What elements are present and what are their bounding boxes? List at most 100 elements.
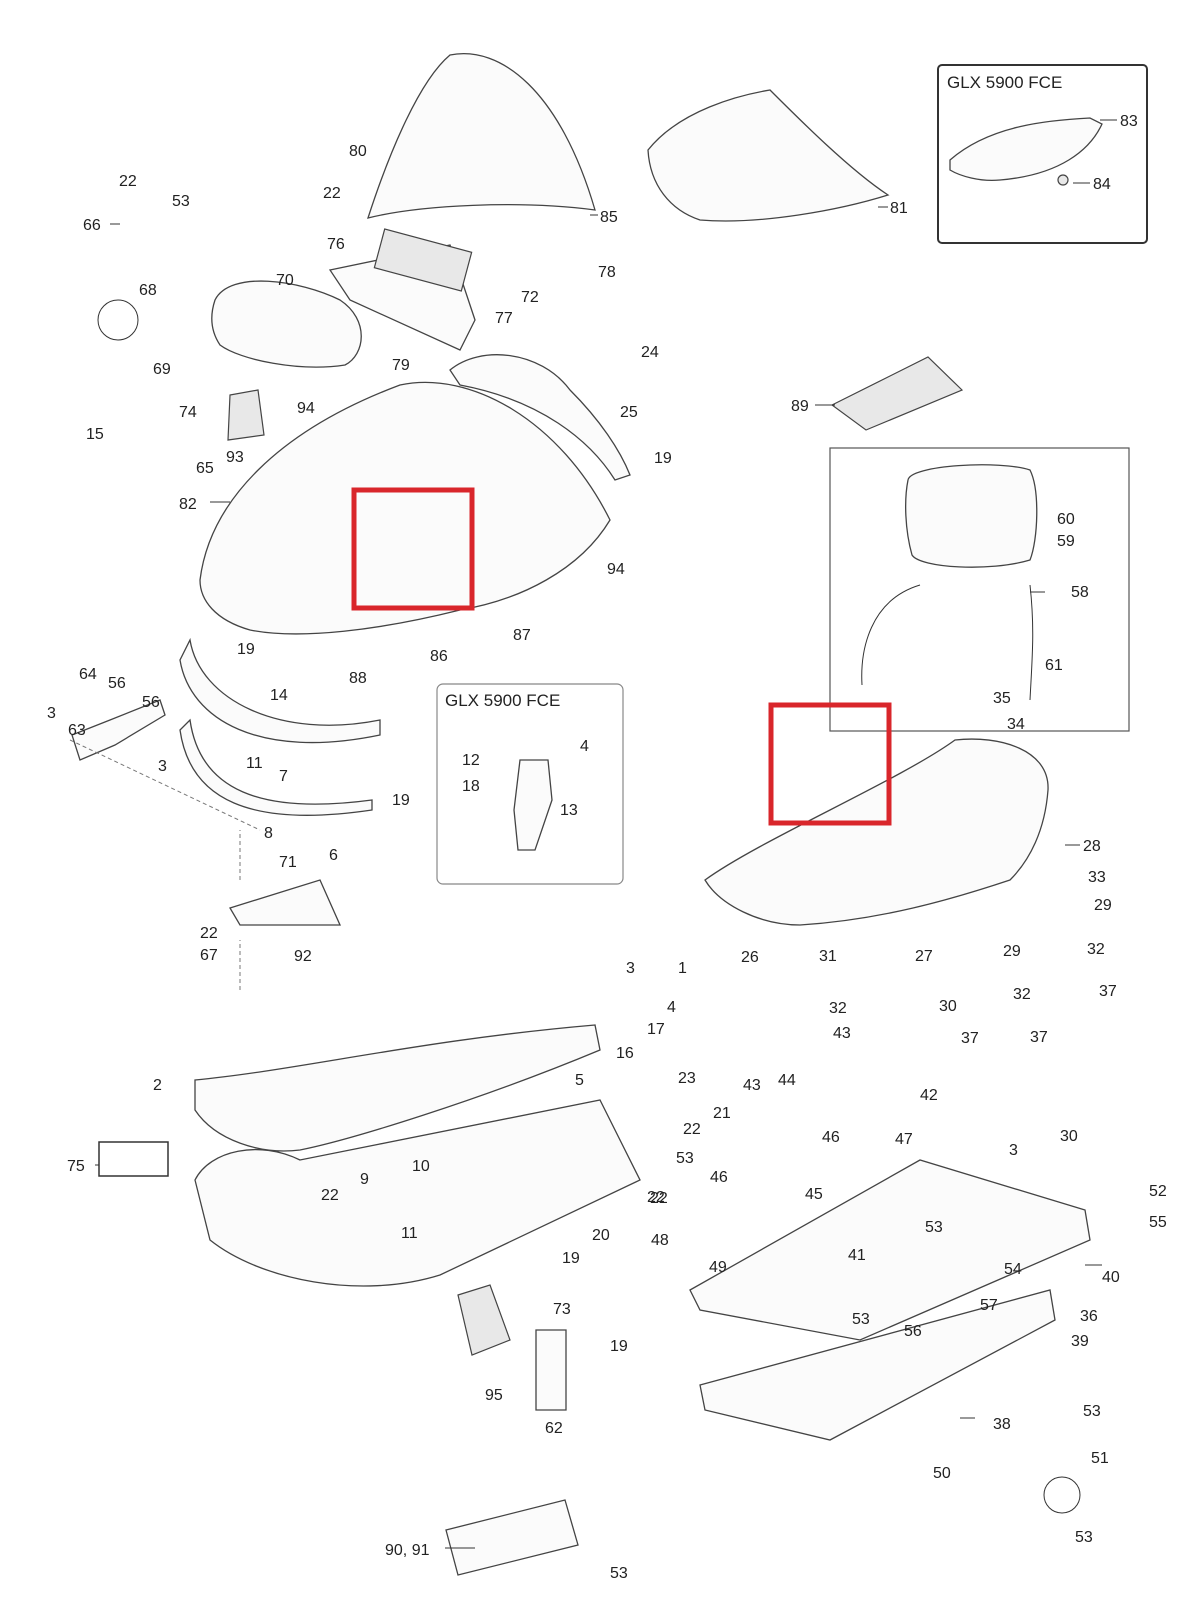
part-90-bag <box>445 1499 579 1576</box>
callout-label: 58 <box>1071 584 1089 601</box>
part-92-bracket <box>229 879 342 926</box>
callout-label: 74 <box>179 404 197 421</box>
callout-label: 53 <box>676 1150 694 1167</box>
callout-label: 69 <box>153 361 171 378</box>
callout-label: 22 <box>200 925 218 942</box>
callout-label: 53 <box>852 1311 870 1328</box>
callout-label: 18 <box>462 778 480 795</box>
callout-label: 46 <box>710 1169 728 1186</box>
part-20-body <box>194 1099 641 1287</box>
callout-label: 19 <box>237 641 255 658</box>
callout-label: 4 <box>667 999 676 1016</box>
callout-label: 53 <box>1083 1403 1101 1420</box>
callout-label: 80 <box>349 143 367 160</box>
part-40-tub <box>689 1159 1091 1341</box>
callout-leaders <box>95 119 1117 1549</box>
callout-label: 23 <box>678 1070 696 1087</box>
callout-label: 13 <box>560 802 578 819</box>
callout-label: 53 <box>610 1565 628 1582</box>
part-83-shape <box>949 117 1103 182</box>
parts-outlines <box>69 53 1091 1576</box>
callout-label: 22 <box>323 185 341 202</box>
callout-label: 5 <box>575 1072 584 1089</box>
callout-label: 95 <box>485 1387 503 1404</box>
callout-label: 30 <box>939 998 957 1015</box>
callout-label: 89 <box>791 398 809 415</box>
part-68-cable <box>97 299 139 341</box>
callout-label: 22 <box>650 1190 668 1207</box>
callout-label: 56 <box>904 1323 922 1340</box>
inset-box-glx-top: GLX 5900 FCE <box>937 64 1148 244</box>
part-72-foam <box>373 228 473 292</box>
callout-label: 32 <box>1087 941 1105 958</box>
callout-label: 22 <box>683 1121 701 1138</box>
callout-label: 49 <box>709 1259 727 1276</box>
part-89-pad <box>830 356 964 431</box>
callout-label: 42 <box>920 1087 938 1104</box>
callout-label: 88 <box>349 670 367 687</box>
callout-label: 94 <box>607 561 625 578</box>
part-13-shape <box>513 759 553 851</box>
callout-label: 14 <box>270 687 288 704</box>
callout-label: 52 <box>1149 1183 1167 1200</box>
callout-label: 72 <box>521 289 539 306</box>
callout-labels: 22 53 66 68 69 15 80 22 85 76 72 77 78 8… <box>47 113 1167 1582</box>
callout-label: 29 <box>1003 943 1021 960</box>
callout-label: 84 <box>1093 176 1111 193</box>
callout-label: 85 <box>600 209 618 226</box>
part-75-label <box>98 1141 169 1177</box>
callout-label: 53 <box>1075 1529 1093 1546</box>
callout-label: 19 <box>562 1250 580 1267</box>
callout-label: 50 <box>933 1465 951 1482</box>
part-63-arm <box>71 699 166 761</box>
callout-label: 24 <box>641 344 659 361</box>
callout-label: 37 <box>1099 983 1117 1000</box>
callout-label: 65 <box>196 460 214 477</box>
part-25-rail <box>449 354 631 481</box>
callout-label: 81 <box>890 200 908 217</box>
callout-label: 94 <box>297 400 315 417</box>
callout-label: 44 <box>778 1072 796 1089</box>
highlight-box-2 <box>768 702 892 826</box>
callout-label: 43 <box>833 1025 851 1042</box>
callout-label: 79 <box>392 357 410 374</box>
callout-label: 17 <box>647 1021 665 1038</box>
callout-label: 73 <box>553 1301 571 1318</box>
callout-label: 39 <box>1071 1333 1089 1350</box>
part-36-plate <box>699 1289 1056 1441</box>
callout-label: 82 <box>179 496 197 513</box>
part-2-bumper <box>194 1024 601 1152</box>
callout-label: 53 <box>172 193 190 210</box>
callout-label: 53 <box>925 1219 943 1236</box>
callout-label: 67 <box>200 947 218 964</box>
callout-label: 3 <box>1009 1142 1018 1159</box>
callout-label: 9 <box>360 1171 369 1188</box>
callout-label: 51 <box>1091 1450 1109 1467</box>
callout-label: 8 <box>264 825 273 842</box>
callout-label: 41 <box>848 1247 866 1264</box>
callout-label: 34 <box>1007 716 1025 733</box>
part-74-vent <box>227 389 265 441</box>
callout-label: 56 <box>108 675 126 692</box>
callout-label: 7 <box>279 768 288 785</box>
part-85-windshield <box>367 53 596 219</box>
callout-label: 1 <box>678 960 687 977</box>
callout-label: 71 <box>279 854 297 871</box>
callout-label: 86 <box>430 648 448 665</box>
callout-label: 30 <box>1060 1128 1078 1145</box>
callout-label: 19 <box>610 1338 628 1355</box>
callout-label: 76 <box>327 236 345 253</box>
callout-label: 45 <box>805 1186 823 1203</box>
callout-label: 78 <box>598 264 616 281</box>
callout-label: 87 <box>513 627 531 644</box>
callout-label: 22 <box>119 173 137 190</box>
callout-label: 46 <box>822 1129 840 1146</box>
callout-label: 66 <box>83 217 101 234</box>
callout-label: 40 <box>1102 1269 1120 1286</box>
callout-label: 64 <box>79 666 97 683</box>
callout-label: 43 <box>743 1077 761 1094</box>
highlight-box-1 <box>351 487 475 611</box>
callout-label: 35 <box>993 690 1011 707</box>
callout-label: 22 <box>647 1189 665 1206</box>
